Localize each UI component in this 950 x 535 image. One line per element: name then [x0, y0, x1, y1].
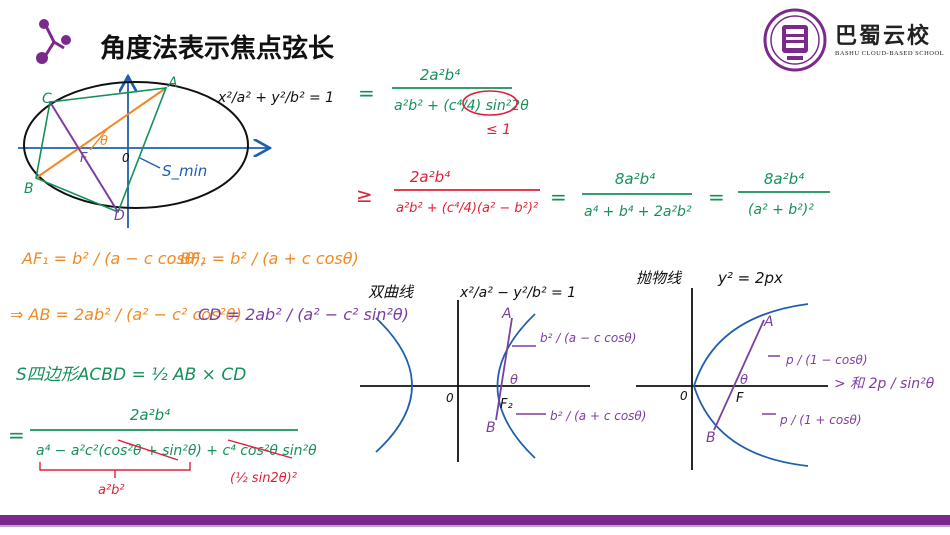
parabola-curve	[693, 303, 809, 467]
step2-bound: ≤ 1	[486, 122, 511, 138]
red-annotation: (½ sin2θ)²	[230, 471, 297, 486]
step1-denominator: a⁴ − a²c²(cos²θ + sin²θ) + c⁴ cos²θ sin²…	[36, 443, 317, 459]
chord-cd	[49, 101, 119, 213]
derivation-step-1: = 2a²b⁴ a⁴ − a²c²(cos²θ + sin²θ) + c⁴ co…	[8, 406, 317, 498]
step3-rhs-numerator: 8a²b⁴	[764, 170, 804, 188]
focal-radius-formulas: AF₁ = b² / (a − c cosθ), BF₁ = b² / (a +…	[10, 249, 409, 385]
hyperbola-right-branch	[496, 313, 536, 459]
angle-arc	[89, 127, 109, 151]
ellipse-curve	[23, 81, 249, 209]
point-a-label: A	[167, 75, 178, 91]
brace-label: a²b²	[98, 483, 125, 498]
step1-numerator: 2a²b⁴	[130, 406, 170, 424]
strike-line-1	[117, 439, 179, 461]
hyperbola-point-b: B	[486, 420, 496, 436]
hyperbola-point-a: A	[501, 306, 512, 322]
hyperbola-upper-radius: b² / (a − c cosθ)	[540, 331, 636, 345]
equals-sign-2: =	[358, 81, 375, 105]
ellipse-equation: x²/a² + y²/b² = 1	[217, 90, 334, 106]
derivation-step-3: ≥ 2a²b⁴ a²b² + (c⁴/4)(a² − b²)² = 8a²b⁴ …	[356, 168, 830, 220]
ellipse-figure: A C B D F 0 θ S_min x²/a² + y²/b² = 1	[18, 75, 334, 228]
area-formula: S四边形ACBD = ½ AB × CD	[16, 365, 246, 385]
cd-formula: CD = 2ab² / (a² − c² sin²θ)	[198, 305, 409, 324]
ab-formula: ⇒ AB = 2ab² / (a² − c² cos²θ)	[10, 305, 242, 324]
parabola-point-a: A	[763, 314, 774, 330]
s-min-label: S_min	[162, 162, 207, 181]
seal-icon	[763, 8, 827, 72]
hyperbola-lower-radius: b² / (a + c cosθ)	[550, 409, 646, 423]
step2-numerator: 2a²b⁴	[420, 66, 460, 84]
hyperbola-left-branch	[375, 317, 413, 453]
equals-sign-1: =	[8, 423, 25, 447]
highlight-circle	[462, 90, 518, 116]
strike-line-2	[227, 439, 293, 459]
focus-label: F	[80, 151, 88, 166]
point-c-label: C	[42, 91, 52, 107]
chord-ab	[35, 87, 167, 179]
underbrace	[39, 462, 191, 478]
point-b-label: B	[24, 181, 34, 197]
hyperbola-label: 双曲线	[368, 283, 415, 301]
step3-mid-denominator: a⁴ + b⁴ + 2a²b²	[584, 204, 692, 220]
equals-sign-3: =	[550, 185, 567, 209]
theta-label: θ	[100, 134, 108, 149]
title-bar: 角度法表示焦点弦长	[30, 18, 334, 68]
equals-sign-4: =	[708, 185, 725, 209]
derivation-step-2: = 2a²b⁴ a²b² + (c⁴/4) sin²2θ ≤ 1	[358, 66, 529, 138]
hyperbola-focus: F₂	[500, 397, 513, 412]
step3-mid-numerator: 8a²b⁴	[615, 170, 655, 188]
molecule-icon	[36, 19, 71, 64]
footer-bar	[0, 515, 950, 525]
parabola-theta: θ	[740, 373, 748, 388]
af-formula: AF₁ = b² / (a − c cosθ),	[21, 249, 206, 268]
step2-denominator: a²b² + (c⁴/4) sin²2θ	[394, 98, 529, 114]
hyperbola-origin: 0	[446, 391, 454, 405]
hyperbola-theta: θ	[510, 373, 518, 388]
parabola-lower-radius: p / (1 + cosθ)	[779, 413, 862, 427]
step3-lhs-denominator: a²b² + (c⁴/4)(a² − b²)²	[396, 201, 538, 216]
hyperbola-equation: x²/a² − y²/b² = 1	[459, 285, 576, 301]
point-d-label: D	[114, 208, 125, 224]
logo-subtitle: BASHU CLOUD-BASED SCHOOL	[835, 50, 945, 57]
origin-label: 0	[122, 151, 130, 165]
parabola-origin: 0	[680, 389, 688, 403]
geq-sign: ≥	[356, 183, 373, 207]
bf-formula: BF₁ = b² / (a + c cosθ)	[180, 249, 359, 268]
page-title: 角度法表示焦点弦长	[100, 34, 335, 64]
parabola-sum: > 和 2p / sin²θ	[834, 376, 935, 392]
parabola-figure: 抛物线 y² = 2px A B F 0 θ p / (1 − cosθ) p …	[636, 269, 935, 470]
smin-pointer	[139, 157, 161, 169]
footer-line	[0, 525, 950, 527]
parabola-focus: F	[736, 391, 744, 406]
parabola-chord	[713, 319, 765, 431]
hyperbola-chord	[495, 317, 513, 421]
logo-name: 巴蜀云校	[835, 23, 932, 49]
parabola-upper-radius: p / (1 − cosθ)	[785, 353, 868, 367]
parabola-label: 抛物线	[636, 269, 683, 287]
hyperbola-figure: 双曲线 x²/a² − y²/b² = 1 A B F₂ 0 θ b² / (a…	[360, 283, 646, 462]
parabola-point-b: B	[706, 430, 716, 446]
step3-lhs-numerator: 2a²b⁴	[410, 168, 450, 186]
school-logo: 巴蜀云校 BASHU CLOUD-BASED SCHOOL	[763, 8, 945, 72]
parabola-equation: y² = 2px	[717, 269, 783, 287]
step3-rhs-denominator: (a² + b²)²	[748, 202, 814, 218]
quadrilateral-acbd	[35, 87, 168, 214]
